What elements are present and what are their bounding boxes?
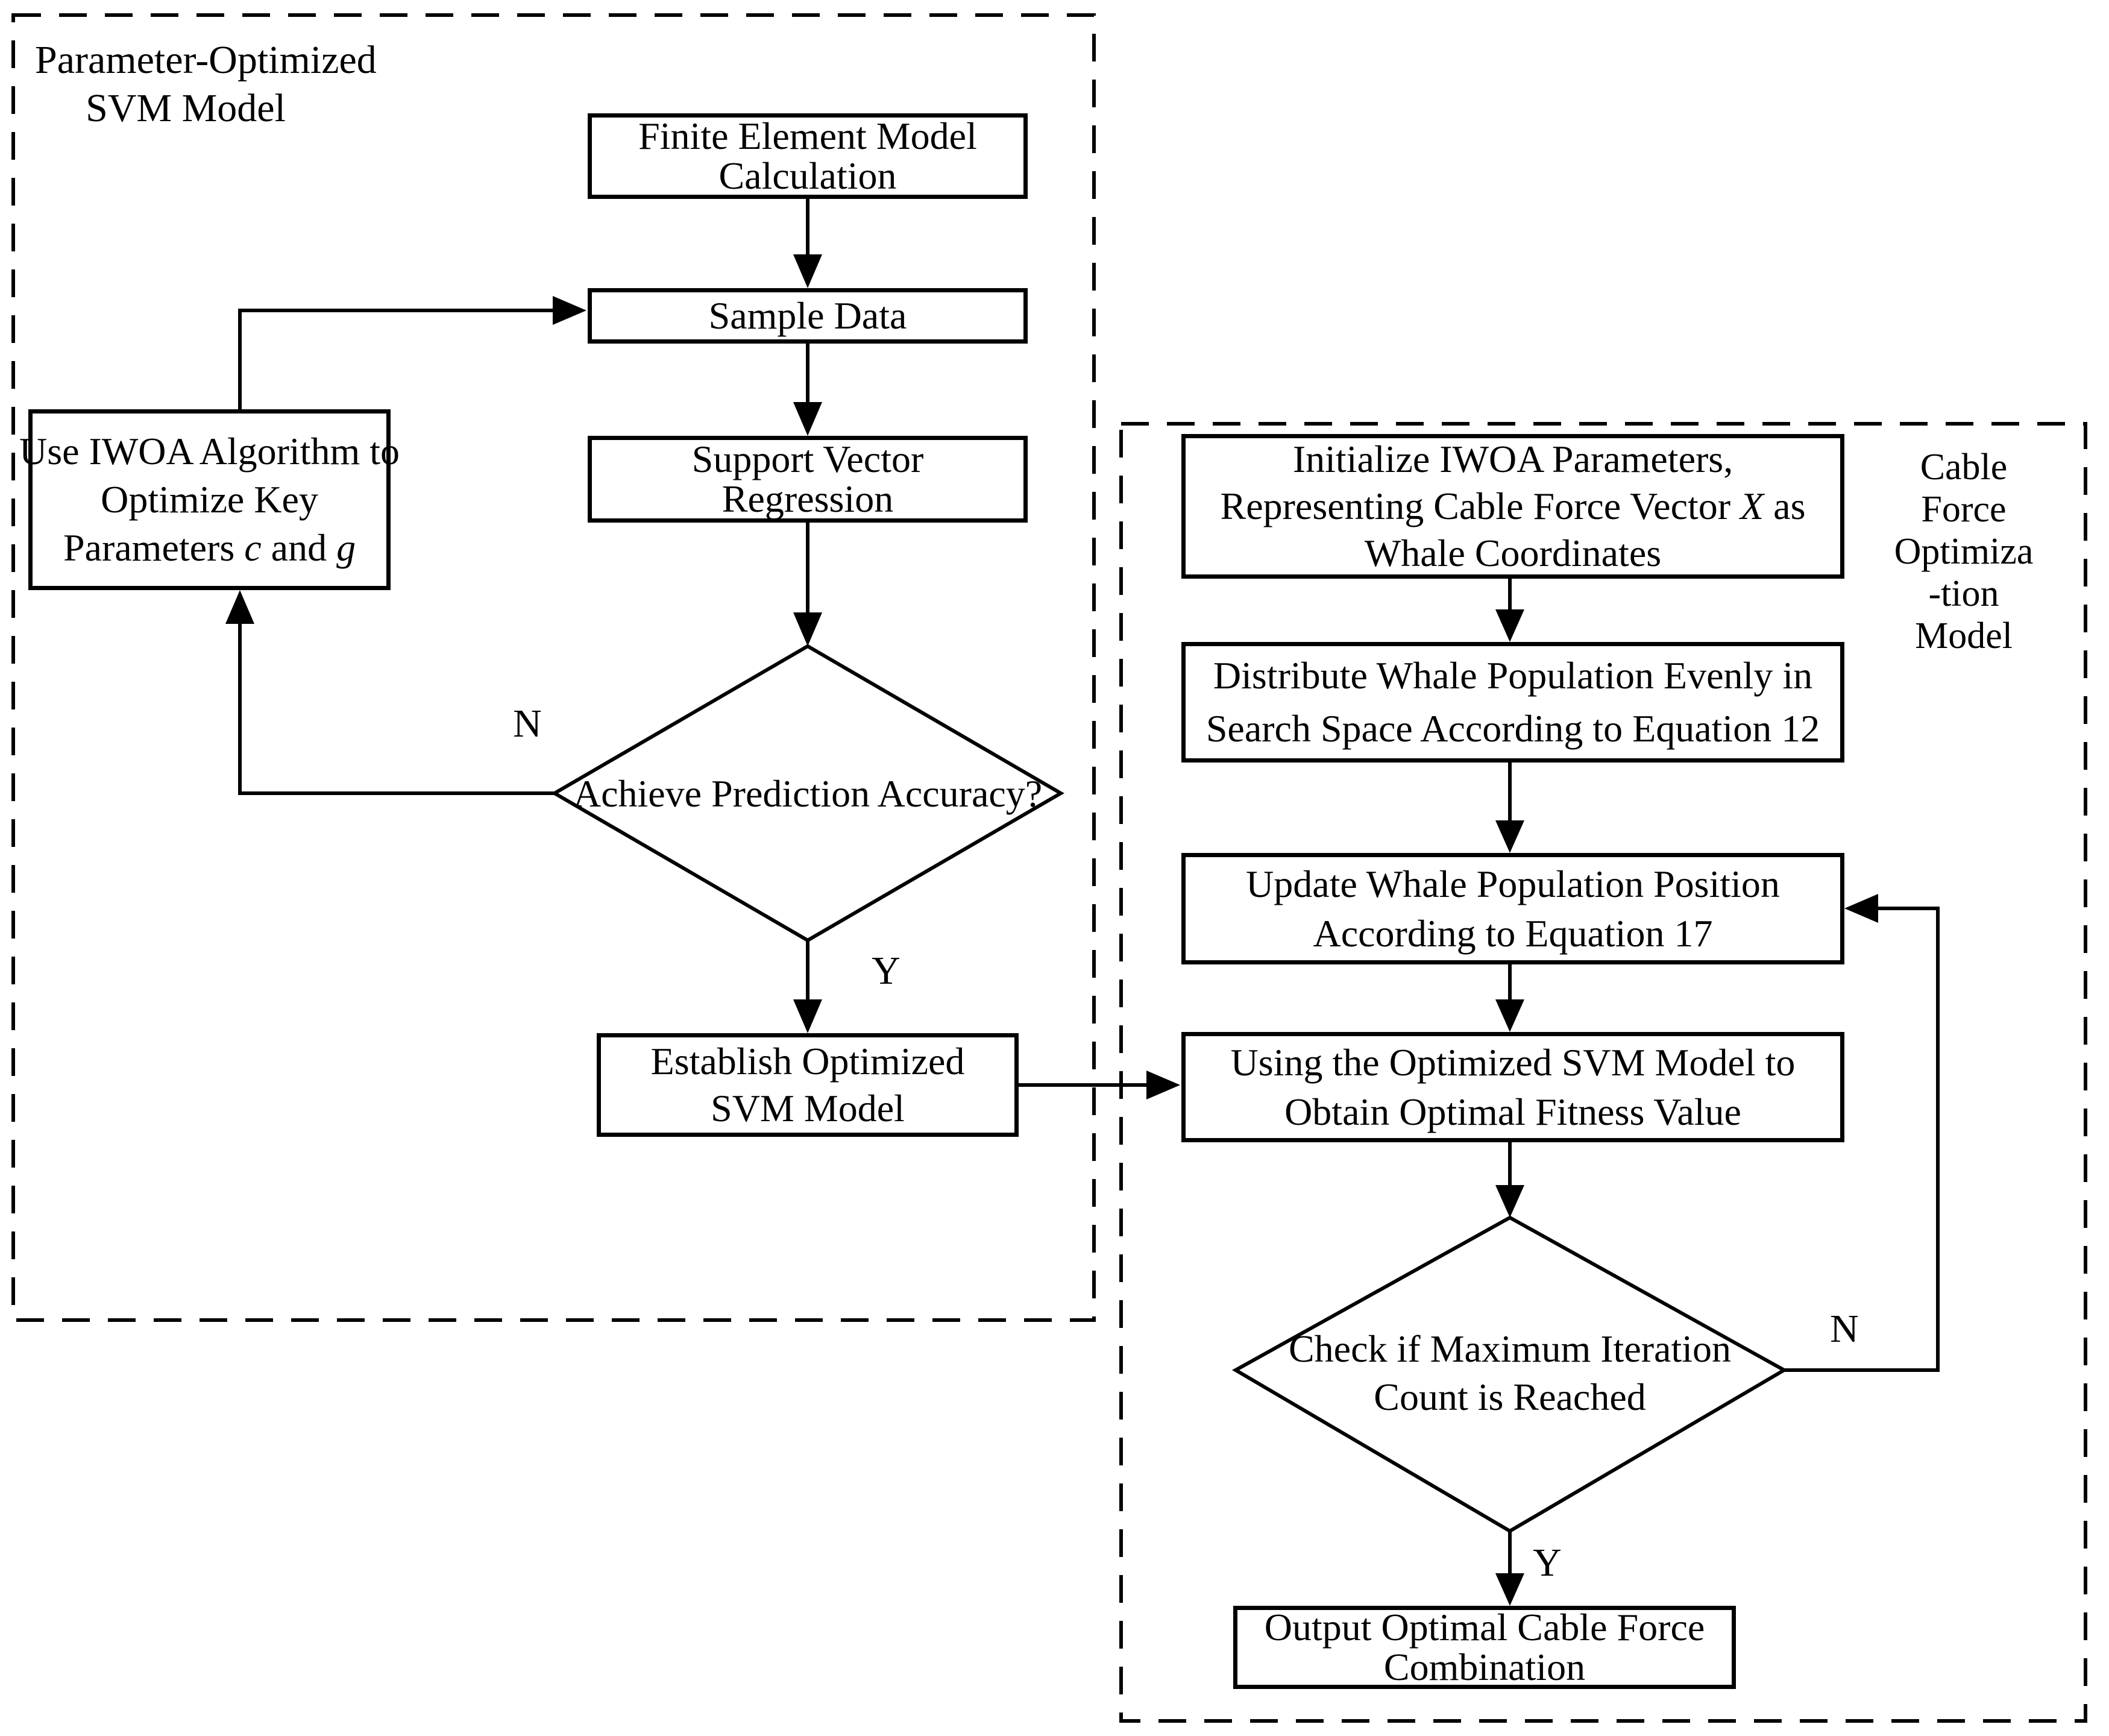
arrowhead-iwoa-to-sample xyxy=(553,296,586,325)
update-box-line1: Update Whale Population Position xyxy=(1246,862,1780,905)
decision2-yes-label: Y xyxy=(1533,1541,1562,1585)
fem-box-line2: Calculation xyxy=(718,154,897,197)
init-box-line3: Whale Coordinates xyxy=(1364,532,1662,574)
init-line2-pre: Representing Cable Force Vector xyxy=(1220,485,1741,527)
arrowhead-using-to-decision xyxy=(1495,1185,1524,1218)
arrowhead-svr-to-decision xyxy=(793,612,822,646)
cable-force-group-border xyxy=(1119,422,2087,1723)
arrowhead-distribute-to-update xyxy=(1495,820,1524,853)
svr-box-line2: Regression xyxy=(721,477,894,520)
initialize-iwoa-parameters-box: Initialize IWOA Parameters, Representing… xyxy=(1181,434,1844,579)
init-box-line2: Representing Cable Force Vector X as xyxy=(1221,483,1806,530)
arrowhead-decision-yes-to-establish xyxy=(793,999,822,1033)
prediction-accuracy-decision-diamond xyxy=(551,644,1064,943)
arrow-decision-no-to-iwoa xyxy=(238,623,558,795)
iwoa-box-line2: Optimize Key xyxy=(101,478,318,521)
init-line2-post: as xyxy=(1764,485,1806,527)
distribute-whale-population-box: Distribute Whale Population Evenly in Se… xyxy=(1181,642,1844,763)
distribute-box-line2: Search Space According to Equation 12 xyxy=(1205,707,1820,750)
finite-element-model-box: Finite Element Model Calculation xyxy=(588,113,1028,199)
iwoa-param-g: g xyxy=(336,526,356,569)
using-box-line1: Using the Optimized SVM Model to xyxy=(1230,1040,1796,1084)
arrow-decision2-no-to-update xyxy=(1784,907,1940,1372)
arrowhead-sample-to-svr xyxy=(793,402,822,436)
output-box-line2: Combination xyxy=(1383,1646,1586,1688)
output-cable-force-box: Output Optimal Cable Force Combination xyxy=(1233,1606,1736,1689)
decision2-text-line1: Check if Maximum Iteration xyxy=(1288,1327,1732,1370)
right-group-title-line1: Cable xyxy=(1920,447,2008,488)
decision1-yes-label: Y xyxy=(872,949,900,993)
right-group-title-line3: Optimiza xyxy=(1894,531,2034,572)
support-vector-regression-box: Support Vector Regression xyxy=(588,436,1028,523)
init-box-line1: Initialize IWOA Parameters, xyxy=(1292,438,1733,480)
left-group-title-line1: Parameter-Optimized xyxy=(35,38,377,82)
arrow-iwoa-to-sample xyxy=(238,309,554,409)
decision1-text: Achieve Prediction Accuracy? xyxy=(573,772,1043,815)
right-group-title-line2: Force xyxy=(1921,489,2007,530)
iwoa-box-line1: Use IWOA Algorithm to xyxy=(19,430,400,473)
arrowhead-establish-to-using xyxy=(1146,1071,1180,1099)
fem-box-line1: Finite Element Model xyxy=(638,115,977,157)
decision2-no-label: N xyxy=(1830,1307,1859,1351)
iwoa-line3-mid: and xyxy=(261,526,337,569)
iwoa-line3-pre: Parameters xyxy=(63,526,245,569)
sample-data-box: Sample Data xyxy=(588,288,1028,344)
right-group-title-line5: Model xyxy=(1915,615,2013,656)
svr-box-line1: Support Vector xyxy=(691,438,924,480)
update-box-line2: According to Equation 17 xyxy=(1313,911,1713,955)
arrowhead-decision-no-to-iwoa xyxy=(225,590,254,624)
using-optimized-svm-box: Using the Optimized SVM Model to Obtain … xyxy=(1181,1032,1844,1142)
iwoa-param-c: c xyxy=(244,526,262,569)
using-box-line2: Obtain Optimal Fitness Value xyxy=(1284,1090,1741,1133)
establish-box-line1: Establish Optimized xyxy=(650,1040,965,1083)
arrowhead-decision2-yes-to-output xyxy=(1495,1573,1524,1606)
arrowhead-update-to-using xyxy=(1495,999,1524,1032)
left-group-title-line2: SVM Model xyxy=(86,86,286,130)
init-vector-x: X xyxy=(1740,485,1764,527)
right-group-title: Cable Force Optimiza -tion Model xyxy=(1846,446,2082,657)
arrowhead-init-to-distribute xyxy=(1495,609,1524,642)
decision2-text-line2: Count is Reached xyxy=(1374,1376,1646,1418)
max-iteration-decision-label: Check if Maximum Iteration Count is Reac… xyxy=(1239,1325,1781,1421)
sample-data-box-label: Sample Data xyxy=(708,294,907,337)
establish-box-line2: SVM Model xyxy=(711,1087,905,1130)
arrowhead-fem-to-sample xyxy=(793,254,822,288)
distribute-box-line1: Distribute Whale Population Evenly in xyxy=(1213,654,1813,697)
arrowhead-decision2-no-to-update xyxy=(1844,894,1878,923)
iwoa-algorithm-box: Use IWOA Algorithm to Optimize Key Param… xyxy=(19,409,400,590)
iwoa-box-line3: Parameters c and g xyxy=(63,524,356,572)
right-group-title-line4: -tion xyxy=(1928,573,1999,614)
max-iteration-decision-diamond xyxy=(1231,1215,1788,1533)
output-box-line1: Output Optimal Cable Force xyxy=(1264,1606,1705,1649)
decision1-no-label: N xyxy=(513,702,542,746)
establish-svm-model-box: Establish Optimized SVM Model xyxy=(597,1033,1019,1137)
prediction-accuracy-decision-label: Achieve Prediction Accuracy? xyxy=(536,773,1079,815)
left-group-title: Parameter-Optimized SVM Model xyxy=(35,36,377,133)
update-whale-position-box: Update Whale Population Position Accordi… xyxy=(1181,853,1844,964)
